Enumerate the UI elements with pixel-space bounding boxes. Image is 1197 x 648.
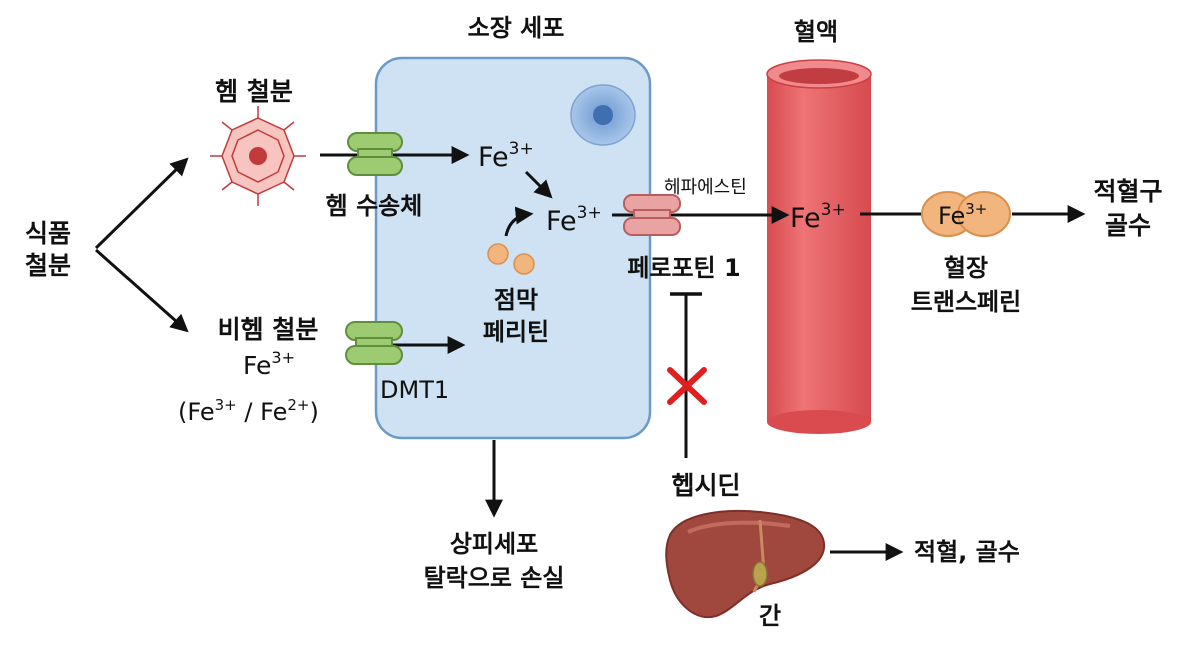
liver-output-label: 적혈, 골수 (914, 538, 1020, 566)
transferrin-label-line1: 혈장 (944, 254, 988, 282)
nucleolus (593, 105, 613, 125)
cell-fe-top-label: Fe3+ (478, 139, 534, 173)
nonheme-iron-label: 비헴 철분 (218, 315, 319, 344)
liver-icon (665, 509, 826, 619)
mucosal-ferritin-label-line2: 페리틴 (483, 318, 549, 346)
heme-molecule-icon (210, 106, 306, 206)
arrow-to-nonheme (95, 248, 189, 333)
blood-label: 혈액 (794, 18, 838, 46)
enterocyte-label: 소장 세포 (468, 14, 565, 42)
hepcidin-label: 헵시딘 (671, 471, 740, 500)
ferritin-granule (513, 253, 535, 275)
heme-transporter-icon (347, 132, 403, 176)
erythroid-label-line1: 적혈구 (1093, 177, 1162, 206)
transferrin-fe-label: Fe3+ (938, 200, 987, 230)
erythroid-label-line2: 골수 (1105, 211, 1151, 240)
heme-transporter-label: 헴 수송체 (326, 192, 423, 220)
hephaestin-label: 헤파에스틴 (664, 177, 747, 198)
cell-fe-center-label: Fe3+ (546, 203, 602, 237)
shedding-label-line2: 탈락으로 손실 (424, 564, 565, 592)
transferrin-label-line2: 트랜스페린 (911, 288, 1021, 316)
dietary-iron-label-line2: 철분 (25, 251, 71, 280)
blood-fe-label: Fe3+ (790, 200, 846, 234)
ferroportin-icon (623, 194, 681, 236)
blocked-x-icon (667, 367, 707, 405)
heme-iron-label: 헴 철분 (215, 77, 293, 106)
dmt1-label: DMT1 (380, 376, 449, 404)
blood-vessel (766, 59, 872, 434)
liver-label: 간 (759, 602, 781, 630)
ferritin-granule (487, 243, 509, 265)
nonheme-fe-label: Fe3+ (243, 348, 295, 380)
ferroportin-label: 페로포틴 1 (627, 254, 740, 282)
dietary-iron-label-line1: 식품 (25, 219, 71, 248)
transferrin-icon (921, 191, 1011, 237)
nonheme-forms-label: (Fe3+ / Fe2+) (178, 396, 319, 426)
mucosal-ferritin-label-line1: 점막 (494, 286, 538, 314)
fe-converge-arrow (524, 170, 553, 199)
dmt1-transporter-icon (345, 321, 403, 365)
enterocyte-cell (374, 56, 652, 440)
ferritin-release-arrow (504, 206, 534, 237)
arrow-to-heme (94, 157, 189, 250)
shedding-label-line1: 상피세포 (450, 530, 538, 558)
